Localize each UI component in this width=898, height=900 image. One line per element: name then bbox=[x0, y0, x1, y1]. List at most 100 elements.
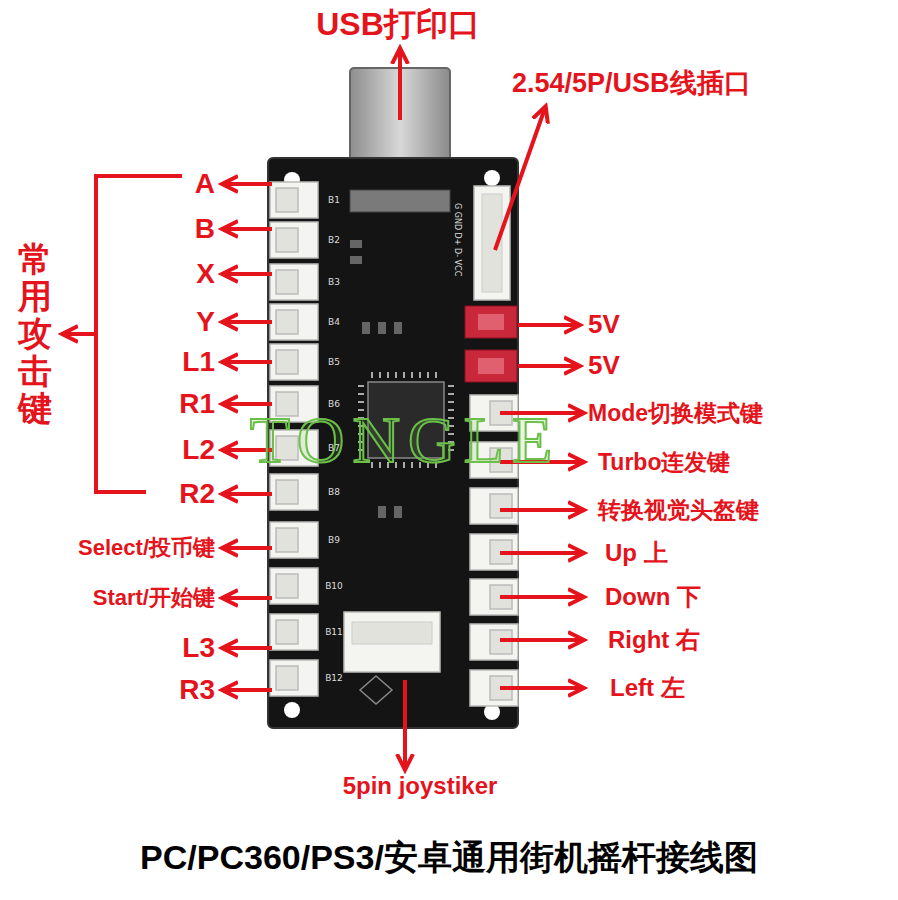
board-part bbox=[270, 182, 318, 218]
silkscreen-text: B10 bbox=[325, 581, 343, 591]
board-part bbox=[394, 506, 402, 518]
board-part bbox=[96, 176, 182, 492]
board-part bbox=[350, 256, 362, 264]
board-part bbox=[362, 322, 370, 334]
board-part bbox=[478, 314, 504, 330]
board-part bbox=[276, 188, 298, 212]
board-part bbox=[270, 304, 318, 340]
pin-label: R3 bbox=[179, 674, 215, 706]
leader-arrow bbox=[500, 595, 582, 599]
silkscreen-text: B12 bbox=[325, 673, 343, 683]
leader-arrow bbox=[500, 638, 582, 642]
silkscreen-text: B9 bbox=[328, 535, 340, 545]
board-part bbox=[276, 528, 298, 552]
board-part bbox=[284, 702, 300, 718]
board-part bbox=[378, 506, 386, 518]
board-part bbox=[474, 186, 510, 300]
board-part bbox=[270, 222, 318, 258]
board-part bbox=[270, 660, 318, 696]
pin-label: R2 bbox=[179, 478, 215, 510]
leader-arrow bbox=[518, 364, 578, 368]
leader-arrow bbox=[224, 272, 272, 276]
board-part bbox=[276, 270, 298, 294]
pin-label: 转换视觉头盔键 bbox=[598, 497, 759, 523]
pin-label: R1 bbox=[179, 388, 215, 420]
board-part bbox=[270, 264, 318, 300]
board-part bbox=[276, 228, 298, 252]
silkscreen-text: B5 bbox=[328, 357, 340, 367]
board-part bbox=[276, 310, 298, 334]
pin-label: 2.54/5P/USB线插口 bbox=[512, 68, 751, 99]
pin-label: Left 左 bbox=[610, 674, 685, 702]
board-part bbox=[270, 474, 318, 510]
leader-arrow bbox=[224, 546, 272, 550]
silkscreen-text: B6 bbox=[328, 399, 340, 409]
board-part bbox=[276, 666, 298, 690]
board-part bbox=[394, 322, 402, 334]
silkscreen-text: G GND D+ D- VCC bbox=[453, 203, 462, 276]
leader-arrow bbox=[224, 492, 272, 496]
pin-label: L1 bbox=[182, 346, 215, 378]
pin-label: L2 bbox=[182, 434, 215, 466]
board-part bbox=[465, 306, 517, 338]
leader-arrow bbox=[224, 182, 272, 186]
leader-arrow bbox=[403, 680, 407, 768]
leader-arrow bbox=[518, 323, 578, 327]
leader-arrow bbox=[398, 50, 402, 120]
board-part bbox=[270, 304, 318, 340]
pin-label: Turbo连发键 bbox=[598, 449, 730, 475]
pin-label: 5V bbox=[588, 351, 620, 381]
leader-arrow bbox=[224, 688, 272, 692]
leader-arrow bbox=[495, 108, 545, 250]
board-part bbox=[276, 480, 298, 504]
board-part bbox=[465, 350, 517, 382]
caption: PC/PC360/PS3/安卓通用街机摇杆接线图 bbox=[140, 835, 758, 881]
board-part bbox=[478, 358, 504, 374]
board-part bbox=[270, 614, 318, 650]
pin-label: Start/开始键 bbox=[93, 585, 215, 610]
board-part bbox=[276, 620, 298, 644]
pin-label: Mode切换模式键 bbox=[588, 400, 763, 426]
board-part bbox=[270, 522, 318, 558]
board-part bbox=[470, 488, 518, 524]
pin-label: A bbox=[195, 168, 215, 200]
leader-arrow bbox=[500, 508, 582, 512]
group-label: 常用攻击键 bbox=[18, 241, 52, 428]
pin-label: 5pin joystiker bbox=[343, 772, 498, 800]
board-part bbox=[276, 350, 298, 374]
pin-label: 5V bbox=[588, 310, 620, 340]
board-part bbox=[350, 190, 450, 212]
board-part bbox=[484, 170, 500, 186]
board-part bbox=[270, 522, 318, 558]
silkscreen-text: B11 bbox=[325, 627, 343, 637]
board-part bbox=[350, 240, 362, 248]
pin-label: Right 右 bbox=[608, 626, 700, 654]
board-part bbox=[352, 622, 432, 644]
watermark: TONGLE bbox=[250, 402, 561, 478]
leader-arrow bbox=[224, 360, 272, 364]
board-part bbox=[360, 676, 392, 704]
board-part bbox=[270, 222, 318, 258]
board-part bbox=[270, 182, 318, 218]
silkscreen-text: B3 bbox=[328, 277, 340, 287]
board-part bbox=[224, 50, 582, 768]
pin-label: L3 bbox=[182, 632, 215, 664]
leader-arrow bbox=[224, 320, 272, 324]
board-part bbox=[270, 264, 318, 300]
leader-arrow bbox=[224, 596, 272, 600]
silkscreen-text: B1 bbox=[328, 195, 340, 205]
silkscreen-text: B2 bbox=[328, 235, 340, 245]
board-part bbox=[270, 344, 318, 380]
board-part bbox=[490, 494, 512, 518]
board-part bbox=[64, 332, 96, 336]
board-part bbox=[270, 344, 318, 380]
silkscreen-text: B4 bbox=[328, 317, 340, 327]
board-part bbox=[270, 474, 318, 510]
board-part bbox=[270, 660, 318, 696]
board-part bbox=[270, 614, 318, 650]
board-part bbox=[378, 322, 386, 334]
pin-label: USB打印口 bbox=[316, 6, 480, 43]
pin-label: Y bbox=[196, 306, 215, 338]
board-part bbox=[344, 612, 440, 672]
board-part bbox=[470, 488, 518, 524]
